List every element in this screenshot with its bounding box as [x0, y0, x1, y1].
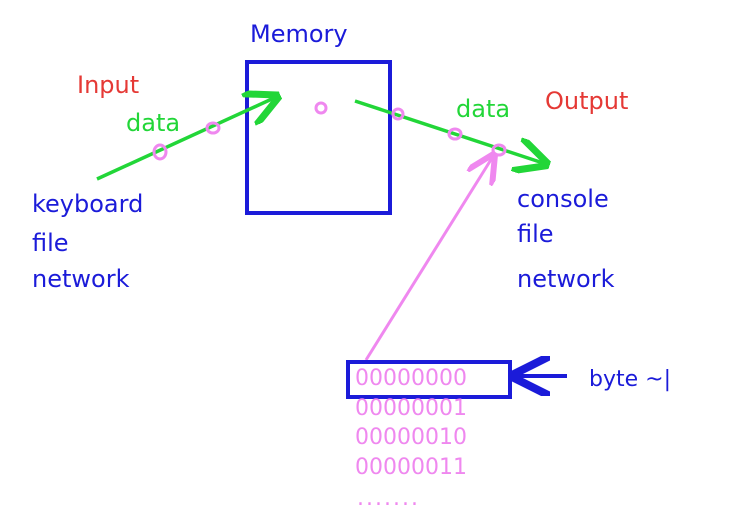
byte-chip-output-3: [491, 143, 507, 157]
input-arrow: [96, 98, 274, 181]
byte-chip-output-1: [391, 107, 405, 121]
memory-label: Memory: [250, 20, 348, 48]
byte-chip-input-2: [205, 121, 221, 135]
byte-chip-memory: [314, 101, 328, 115]
memory-box: [245, 60, 392, 215]
data-label-right: data: [456, 95, 511, 123]
byte-row-4: 00000011: [355, 455, 467, 480]
destination-item-network: network: [517, 265, 615, 293]
byte-chip-output-2: [447, 127, 463, 141]
source-item-file: file: [32, 229, 69, 257]
output-label: Output: [545, 87, 629, 115]
byte-row-3: 00000010: [355, 425, 467, 450]
byte-row-1: 00000000: [355, 366, 467, 391]
data-label-left: data: [126, 109, 181, 137]
byte-label: byte ~|: [589, 367, 671, 392]
destination-item-file: file: [517, 220, 554, 248]
byte-row-2: 00000001: [355, 396, 467, 421]
input-label: Input: [77, 71, 140, 99]
source-item-keyboard: keyboard: [32, 190, 144, 218]
input-bytes: [152, 121, 221, 161]
byte-link-arrow: [364, 158, 492, 361]
source-item-network: network: [32, 265, 130, 293]
byte-ellipsis: .......: [357, 486, 420, 511]
output-bytes: [391, 107, 507, 157]
byte-chip-input-1: [152, 143, 168, 161]
destination-item-console: console: [517, 185, 609, 213]
